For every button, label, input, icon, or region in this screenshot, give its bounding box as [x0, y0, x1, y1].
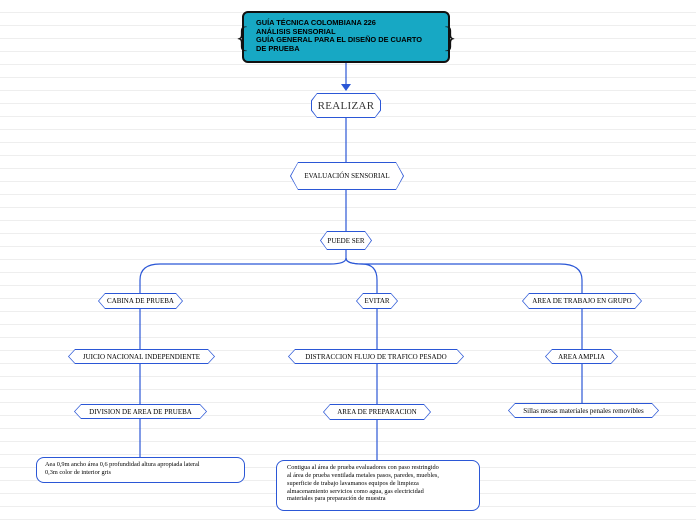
- main-title-line-4: DE PRUEBA: [256, 43, 300, 53]
- main-title-line-2: ANÁLISIS SENSORIAL: [256, 26, 336, 36]
- node-area-grupo-label: AREA DE TRABAJO EN GRUPO: [523, 294, 641, 308]
- prep-detail-line-2: al área de prueba ventilada metales paso…: [287, 471, 439, 479]
- right-brace-icon: }: [442, 21, 457, 54]
- node-area-amplia-label: AREA AMPLIA: [546, 350, 617, 363]
- node-cabina-de-prueba[interactable]: CABINA DE PRUEBA: [98, 293, 183, 309]
- node-sillas-mesas[interactable]: Sillas mesas materiales penales removibl…: [508, 403, 659, 418]
- node-sillas-label: Sillas mesas materiales penales removibl…: [509, 404, 658, 417]
- prep-detail-line-4: almacenamiento servicios como agua, gas …: [287, 487, 424, 495]
- node-distraccion[interactable]: DISTRACCION FLUJO DE TRAFICO PESADO: [288, 349, 464, 364]
- node-area-amplia[interactable]: AREA AMPLIA: [545, 349, 618, 364]
- arrow-head: [341, 84, 351, 91]
- node-realizar[interactable]: REALIZAR: [311, 93, 381, 118]
- node-area-prep-label: AREA DE PREPARACION: [324, 405, 430, 419]
- main-topic[interactable]: { GUÍA TÉCNICA COLOMBIANA 226 ANÁLISIS S…: [235, 11, 457, 63]
- main-title-line-3: GUÍA GENERAL PARA EL DISEÑO DE CUARTO: [256, 35, 423, 45]
- node-juicio-nacional[interactable]: JUICIO NACIONAL INDEPENDIENTE: [68, 349, 215, 364]
- prep-detail-line-1: Contigua al área de prueba evaluadores c…: [287, 464, 439, 471]
- prep-detail-line-5: materiales para preparación de muestra: [287, 495, 386, 503]
- node-area-preparacion[interactable]: AREA DE PREPARACION: [323, 404, 431, 420]
- cabina-detail-line-1: Aea 0,9m ancho área 0,6 profundidad altu…: [45, 461, 200, 468]
- node-evaluacion-label: EVALUACIÓN SENSORIAL: [291, 163, 403, 189]
- node-puede-ser-label: PUEDE SER: [321, 232, 371, 249]
- main-title-line-1: GUÍA TÉCNICA COLOMBIANA 226: [256, 18, 376, 27]
- node-puede-ser[interactable]: PUEDE SER: [320, 231, 372, 250]
- node-evitar[interactable]: EVITAR: [356, 293, 398, 309]
- node-evitar-label: EVITAR: [357, 294, 397, 308]
- left-brace-icon: {: [235, 21, 250, 54]
- node-area-trabajo-grupo[interactable]: AREA DE TRABAJO EN GRUPO: [522, 293, 642, 309]
- node-division-label: DIVISION DE AREA DE PRUEBA: [75, 405, 206, 418]
- node-cabina-detail[interactable]: Aea 0,9m ancho área 0,6 profundidad altu…: [36, 457, 245, 483]
- node-evaluacion-sensorial[interactable]: EVALUACIÓN SENSORIAL: [290, 162, 404, 190]
- prep-detail-line-3: superficie de trabajo lavamanos equipos …: [287, 479, 419, 487]
- node-cabina-label: CABINA DE PRUEBA: [99, 294, 182, 308]
- node-distraccion-label: DISTRACCION FLUJO DE TRAFICO PESADO: [289, 350, 463, 363]
- cabina-detail-line-2: 0,3m color de interior gris: [45, 468, 111, 476]
- node-division-area[interactable]: DIVISION DE AREA DE PRUEBA: [74, 404, 207, 419]
- node-preparacion-detail[interactable]: Contigua al área de prueba evaluadores c…: [276, 460, 480, 511]
- node-juicio-label: JUICIO NACIONAL INDEPENDIENTE: [69, 350, 214, 363]
- node-realizar-label: REALIZAR: [312, 94, 380, 117]
